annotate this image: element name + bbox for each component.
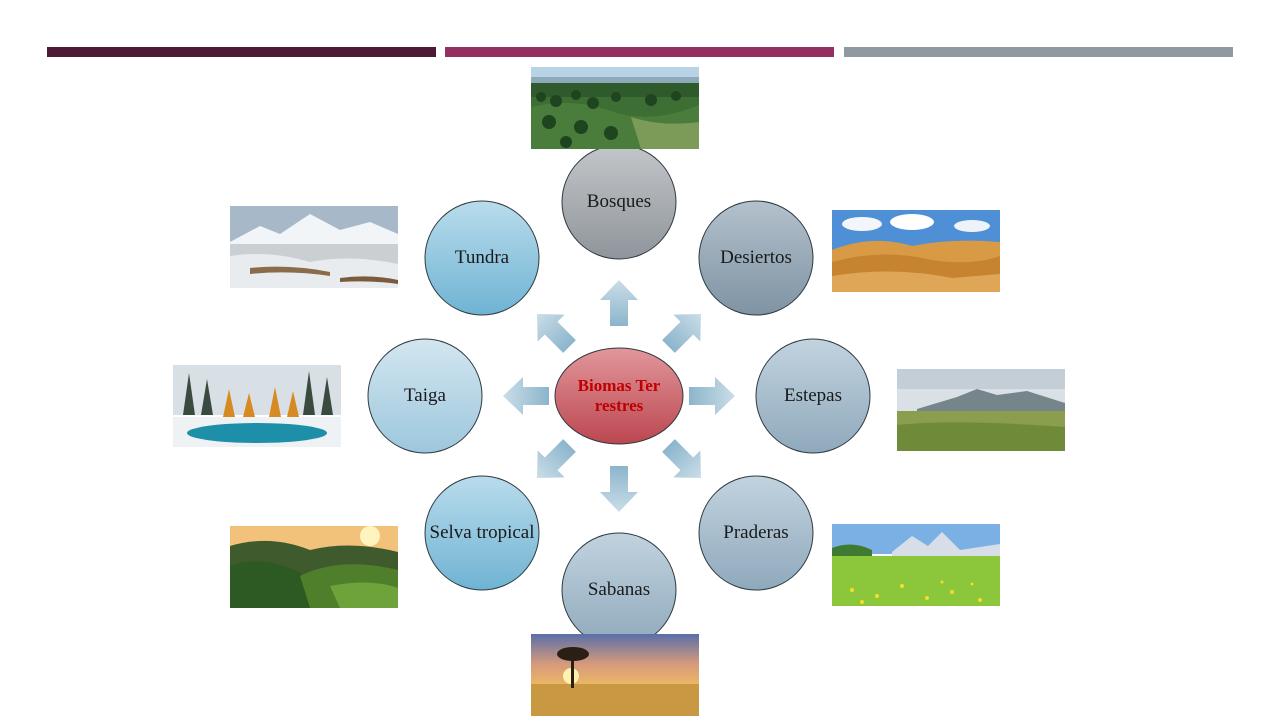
node-tundra bbox=[424, 200, 540, 316]
desert-dunes-photo bbox=[832, 210, 1000, 292]
node-selva bbox=[424, 475, 540, 591]
snowy-tundra-photo bbox=[230, 206, 398, 288]
center-node bbox=[554, 347, 684, 445]
arrow-bosques bbox=[600, 280, 638, 326]
node-praderas bbox=[698, 475, 814, 591]
meadow-flowers-photo bbox=[832, 524, 1000, 606]
forest-landscape-photo bbox=[531, 67, 699, 149]
top-accent-bar-1 bbox=[47, 47, 436, 57]
tropical-jungle-photo bbox=[230, 526, 398, 608]
arrow-estepas bbox=[689, 377, 735, 415]
top-accent-bar-3 bbox=[844, 47, 1233, 57]
node-sabanas bbox=[561, 532, 677, 648]
node-taiga bbox=[367, 338, 483, 454]
node-desiertos bbox=[698, 200, 814, 316]
node-estepas bbox=[755, 338, 871, 454]
arrow-desiertos bbox=[662, 313, 702, 353]
steppe-plain-photo bbox=[897, 369, 1065, 451]
node-bosques bbox=[561, 144, 677, 260]
arrow-praderas bbox=[662, 439, 702, 479]
arrow-taiga bbox=[503, 377, 549, 415]
top-accent-bar-2 bbox=[445, 47, 834, 57]
arrow-tundra bbox=[536, 313, 576, 353]
arrow-selva bbox=[536, 439, 576, 479]
savanna-sunset-photo bbox=[531, 634, 699, 716]
arrow-sabanas bbox=[600, 466, 638, 512]
taiga-lake-photo bbox=[173, 365, 341, 447]
